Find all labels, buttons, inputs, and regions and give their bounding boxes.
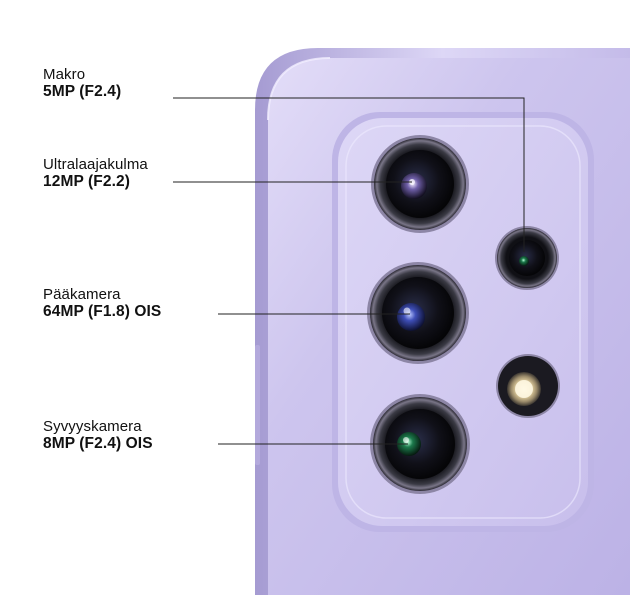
depth-lens xyxy=(370,394,470,494)
macro-lens xyxy=(495,226,559,290)
side-button xyxy=(255,345,260,465)
depth-camera-label: Syvyyskamera 8MP (F2.4) OIS xyxy=(43,418,153,453)
main-lens xyxy=(367,262,469,364)
macro-leader-line xyxy=(173,97,525,252)
ultrawide-lens xyxy=(371,135,469,233)
depth-camera-label-spec: 8MP (F2.4) OIS xyxy=(43,435,153,453)
flash-light xyxy=(496,354,560,418)
ultrawide-label: Ultralaajakulma 12MP (F2.2) xyxy=(43,156,148,191)
ultrawide-label-name: Ultralaajakulma xyxy=(43,156,148,173)
main-camera-label-name: Pääkamera xyxy=(43,286,121,303)
macro-label: Makro 5MP (F2.4) xyxy=(43,66,121,101)
ultrawide-label-spec: 12MP (F2.2) xyxy=(43,173,130,191)
main-camera-label: Pääkamera 64MP (F1.8) OIS xyxy=(43,286,161,321)
macro-label-spec: 5MP (F2.4) xyxy=(43,83,122,101)
leader-lines xyxy=(173,97,525,445)
depth-camera-label-name: Syvyyskamera xyxy=(43,418,142,435)
main-camera-label-spec: 64MP (F1.8) OIS xyxy=(43,303,162,321)
macro-label-name: Makro xyxy=(43,66,86,83)
